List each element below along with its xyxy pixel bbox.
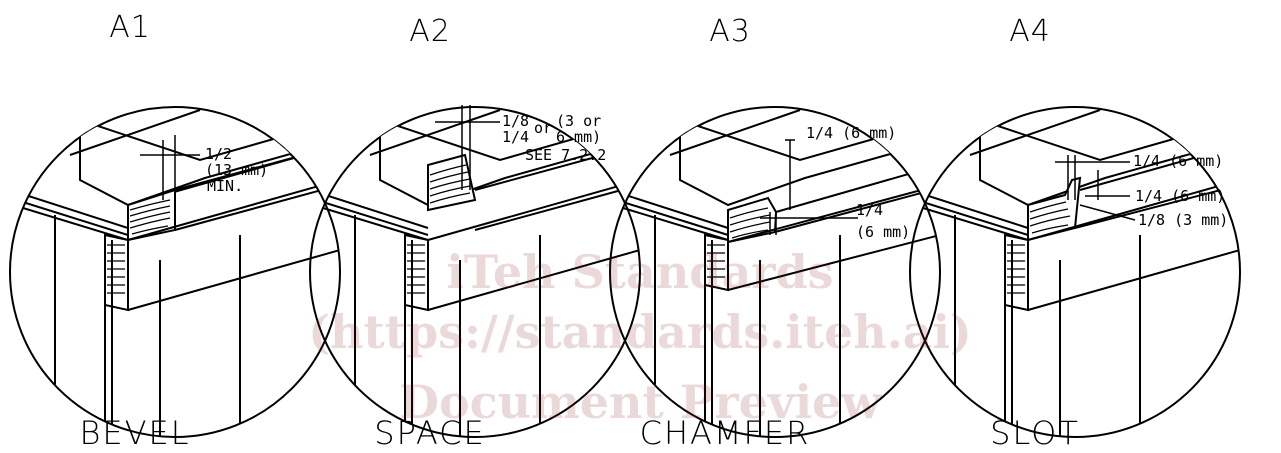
detail-a1-name: BEVEL xyxy=(79,414,191,452)
detail-a2-name: SPACE xyxy=(374,414,486,452)
detail-a3-drawing xyxy=(609,106,941,438)
detail-a1-drawing xyxy=(9,106,341,438)
a1-dim-metric: (13 mm) xyxy=(205,161,269,179)
a3-dim-side-metric: (6 mm) xyxy=(856,223,911,241)
detail-a3-name: CHAMFER xyxy=(639,414,811,452)
detail-a1-label: A1 xyxy=(109,10,151,45)
a2-dim-or: or xyxy=(534,119,553,137)
a2-dim-metric-1: (3 or xyxy=(556,112,602,130)
detail-a4-drawing xyxy=(909,106,1241,438)
a2-dim-value-1: 1/8 xyxy=(502,112,530,130)
a1-dim-value: 1/2 xyxy=(205,145,233,163)
detail-a4-name: SLOT xyxy=(990,414,1080,452)
a3-dim-side-value: 1/4 xyxy=(856,201,884,219)
a2-dim-metric-2: 6 mm) xyxy=(556,128,602,146)
detail-a2-label: A2 xyxy=(409,14,451,49)
watermark-line-3: Document Preview xyxy=(399,375,881,429)
a4-dim-1: 1/4 (6 mm) xyxy=(1133,152,1224,170)
a1-dim-min: MIN. xyxy=(207,177,244,195)
detail-a4-label: A4 xyxy=(1009,14,1051,49)
a2-dim-value-2: 1/4 xyxy=(502,128,530,146)
detail-a3-label: A3 xyxy=(709,14,751,49)
watermark-line-2: (https://standards.iteh.ai) xyxy=(308,305,972,359)
a4-dim-2: 1/4 (6 mm) xyxy=(1135,187,1226,205)
a2-see-reference: SEE 7.2.2 xyxy=(525,146,607,164)
watermark-line-1: iTeh Standards xyxy=(446,245,834,299)
a4-dim-3: 1/8 (3 mm) xyxy=(1138,211,1229,229)
a3-dim-top: 1/4 (6 mm) xyxy=(806,124,897,142)
detail-a2-drawing xyxy=(309,105,641,438)
